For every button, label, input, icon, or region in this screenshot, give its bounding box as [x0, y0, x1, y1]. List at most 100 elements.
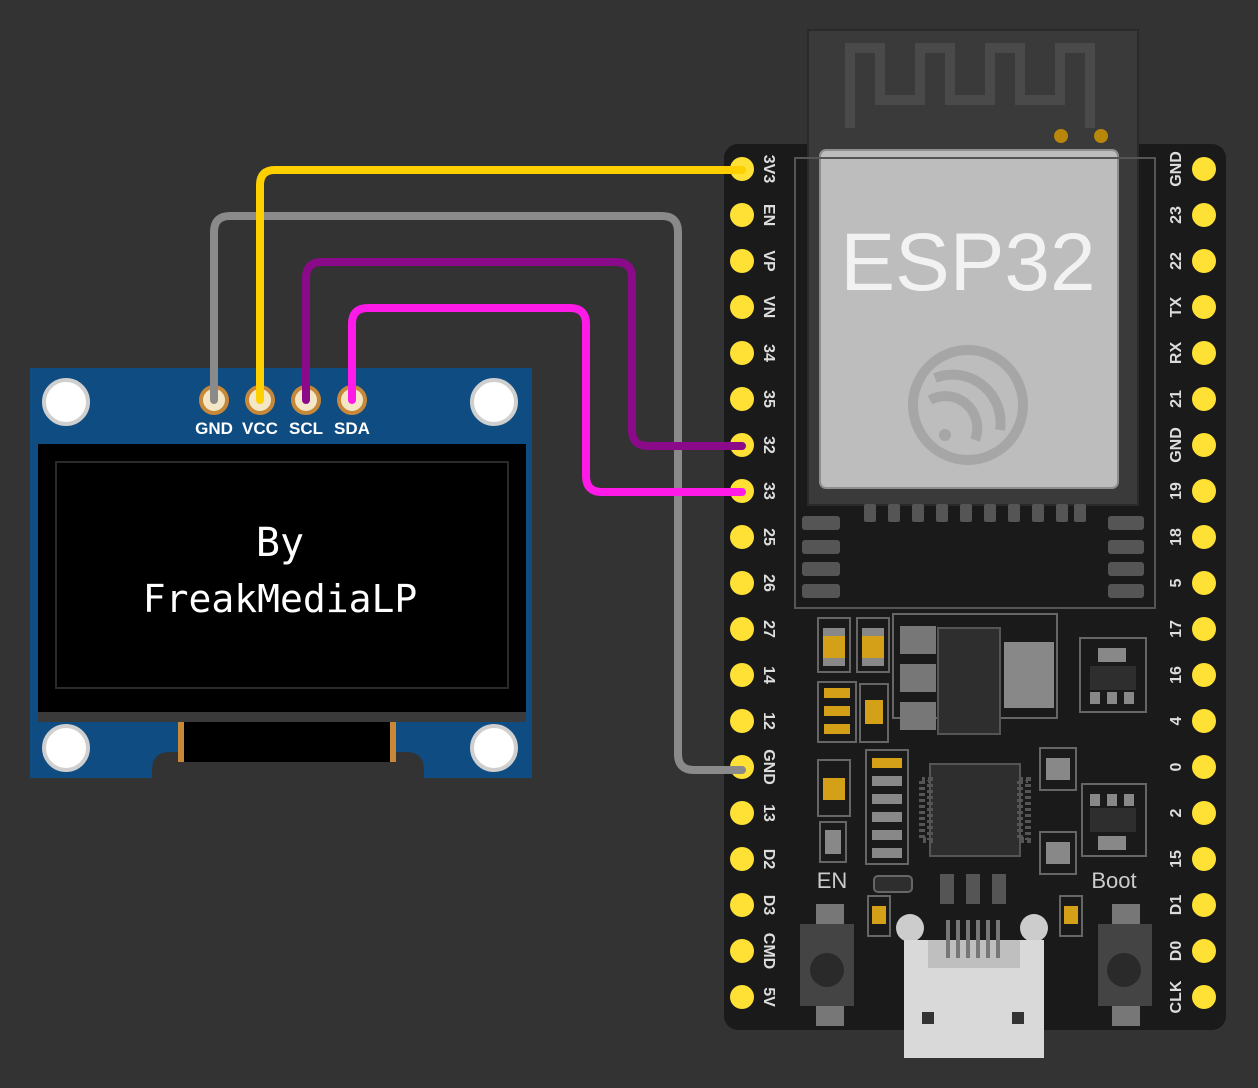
esp32-pin-12-left[interactable] — [730, 709, 754, 733]
esp32-pin-14-left[interactable] — [730, 663, 754, 687]
esp32-pin-34-left[interactable] — [730, 341, 754, 365]
usb-port-icon[interactable] — [896, 914, 1048, 1058]
en-button[interactable] — [800, 904, 854, 1026]
esp32-pin-label-left: 3V3 — [760, 155, 777, 184]
esp32-pin-gnd-right[interactable] — [1192, 157, 1216, 181]
wire-gnd — [210, 212, 746, 774]
esp32-pin-d1-right[interactable] — [1192, 893, 1216, 917]
esp32-pin-rx-right[interactable] — [1192, 341, 1216, 365]
esp32-pin-en-left[interactable] — [730, 203, 754, 227]
esp32-pin-label-right: RX — [1168, 342, 1185, 365]
esp32-left-pins: 3V3ENVPVN343532332526271412GND13D2D3CMD5… — [730, 155, 777, 1009]
esp32-pin-clk-right[interactable] — [1192, 985, 1216, 1009]
esp32-pin-label-left: 27 — [760, 620, 777, 638]
esp32-pin-label-left: GND — [760, 749, 777, 785]
esp32-pin-label-left: D3 — [760, 895, 777, 916]
esp32-pin-label-right: 22 — [1168, 252, 1185, 270]
esp32-pin-vn-left[interactable] — [730, 295, 754, 319]
oled-module: By FreakMediaLP GND VCC SCL SDA — [30, 368, 532, 778]
esp32-pin-label-left: VP — [760, 250, 777, 272]
wire-vcc — [256, 166, 746, 404]
oled-pin-label: SDA — [334, 419, 370, 438]
boot-button[interactable] — [1098, 904, 1152, 1026]
esp32-pin-16-right[interactable] — [1192, 663, 1216, 687]
boot-ic — [1081, 783, 1147, 857]
oled-pin-label: GND — [195, 419, 233, 438]
esp32-pin-27-left[interactable] — [730, 617, 754, 641]
esp32-pin-label-right: 19 — [1168, 482, 1185, 500]
oled-line-1: By — [256, 520, 304, 566]
chip-label: ESP32 — [840, 217, 1095, 308]
esp32-pin-d3-left[interactable] — [730, 893, 754, 917]
esp32-pin-label-left: 14 — [760, 666, 777, 684]
small-regulator — [1079, 637, 1147, 713]
espressif-logo-icon — [908, 345, 1028, 465]
esp32-pin-d2-left[interactable] — [730, 847, 754, 871]
esp32-pin-label-right: GND — [1168, 151, 1185, 187]
esp32-pin-22-right[interactable] — [1192, 249, 1216, 273]
esp32-pin-gnd-right[interactable] — [1192, 433, 1216, 457]
oled-pin-label: VCC — [242, 419, 278, 438]
esp32-pin-label-left: 5V — [760, 987, 777, 1007]
module-pads-left — [802, 516, 840, 598]
esp32-pin-label-left: VN — [760, 296, 777, 318]
voltage-regulator — [892, 613, 1058, 735]
wire-sda — [348, 304, 746, 496]
esp32-pin-label-left: 12 — [760, 712, 777, 730]
oled-screen — [55, 461, 509, 689]
esp32-pin-5-right[interactable] — [1192, 571, 1216, 595]
esp32-pin-15-right[interactable] — [1192, 847, 1216, 871]
esp32-pin-tx-right[interactable] — [1192, 295, 1216, 319]
esp32-pin-label-left: 26 — [760, 574, 777, 592]
esp32-pin-cmd-left[interactable] — [730, 939, 754, 963]
esp32-pin-35-left[interactable] — [730, 387, 754, 411]
wires — [210, 166, 746, 774]
module-pads-right — [1108, 516, 1144, 598]
esp32-pin-25-left[interactable] — [730, 525, 754, 549]
esp32-board: ESP32 — [724, 29, 1226, 1058]
esp32-pin-label-right: GND — [1168, 427, 1185, 463]
esp32-pin-label-right: TX — [1168, 296, 1185, 317]
esp32-pin-label-right: 2 — [1168, 808, 1185, 817]
esp32-pin-label-right: 5 — [1168, 578, 1185, 587]
esp32-pin-label-right: 23 — [1168, 206, 1185, 224]
esp32-pin-label-left: 35 — [760, 390, 777, 408]
esp32-pin-label-right: 17 — [1168, 620, 1185, 638]
esp32-pin-19-right[interactable] — [1192, 479, 1216, 503]
smd-components — [817, 617, 1083, 937]
esp32-pin-label-right: 0 — [1168, 762, 1185, 771]
usb-uart-chip — [919, 763, 1031, 857]
oled-pin-label: SCL — [289, 419, 323, 438]
esp32-pin-label-left: 34 — [760, 344, 777, 362]
module-pads-bottom — [864, 504, 1086, 522]
esp32-pin-4-right[interactable] — [1192, 709, 1216, 733]
esp32-pin-2-right[interactable] — [1192, 801, 1216, 825]
esp32-pin-label-right: D0 — [1168, 941, 1185, 962]
oled-pin-header: GND VCC SCL SDA — [195, 385, 370, 438]
esp32-pin-label-right: CLK — [1168, 980, 1185, 1013]
esp32-pin-23-right[interactable] — [1192, 203, 1216, 227]
esp32-pin-21-right[interactable] — [1192, 387, 1216, 411]
esp32-pin-17-right[interactable] — [1192, 617, 1216, 641]
esp32-pin-d0-right[interactable] — [1192, 939, 1216, 963]
boot-button-label: Boot — [1091, 868, 1136, 893]
esp32-pin-label-left: EN — [760, 204, 777, 226]
mounting-hole-icon — [42, 378, 518, 772]
esp32-pin-label-right: 15 — [1168, 850, 1185, 868]
oled-line-2: FreakMediaLP — [143, 577, 418, 621]
esp32-pin-18-right[interactable] — [1192, 525, 1216, 549]
esp32-pin-label-left: 25 — [760, 528, 777, 546]
esp32-pin-label-left: D2 — [760, 849, 777, 870]
esp32-pin-label-right: 18 — [1168, 528, 1185, 546]
esp32-pin-label-right: D1 — [1168, 895, 1185, 916]
esp32-pin-vp-left[interactable] — [730, 249, 754, 273]
esp32-pin-5v-left[interactable] — [730, 985, 754, 1009]
esp32-pin-0-right[interactable] — [1192, 755, 1216, 779]
esp32-pin-label-left: CMD — [760, 933, 777, 969]
en-button-label: EN — [817, 868, 848, 893]
wire-scl — [302, 258, 746, 450]
esp32-pin-13-left[interactable] — [730, 801, 754, 825]
esp32-pin-26-left[interactable] — [730, 571, 754, 595]
